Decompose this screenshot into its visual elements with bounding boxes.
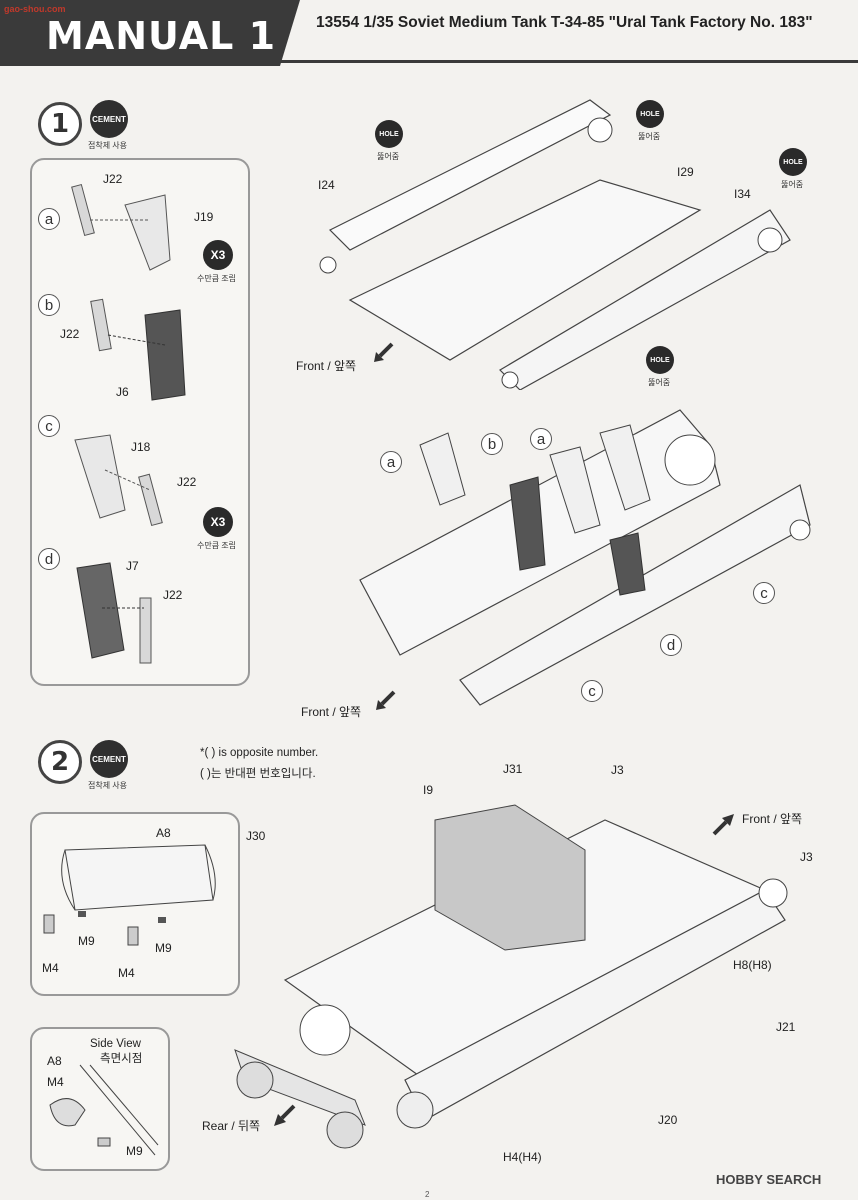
part-label: J31 [503, 762, 523, 776]
rear-direction-label: Rear / 뒤쪽 [202, 1119, 261, 1133]
side-view-panel [30, 1027, 170, 1171]
front-arrow-icon [712, 814, 734, 836]
subassembly-a-drawing [71, 183, 171, 271]
step-2-number: 2 [38, 740, 82, 784]
front-direction-label: Front / 앞쪽 [296, 359, 357, 373]
hull-upper-diagram [319, 99, 791, 390]
manual-title: MANUAL 1 [46, 14, 277, 58]
x3-icon: X3 [203, 507, 233, 537]
x3-icon: X3 [203, 240, 233, 270]
hole-icon: HOLE [779, 148, 807, 176]
page-number: 2 [425, 1190, 430, 1199]
rear-arrow-icon [274, 1104, 296, 1126]
part-label: A8 [156, 826, 171, 840]
header-bar [0, 0, 858, 66]
cement-icon: CEMENT [90, 100, 128, 138]
opposite-number-note-en: *( ) is opposite number. [200, 747, 319, 759]
hole-caption: 뚫어줌 [648, 378, 671, 387]
subassembly-letter-d: d [38, 548, 60, 570]
part-label: I29 [677, 165, 694, 179]
part-label: I34 [734, 187, 751, 201]
callout-d: d [660, 634, 682, 656]
opposite-number-note-ko: ( )는 반대편 번호입니다. [200, 768, 316, 780]
x3-caption: 수만큼 조립 [197, 274, 237, 283]
part-label: H4(H4) [503, 1150, 542, 1164]
subassembly-letter-c: c [38, 415, 60, 437]
part-label: I24 [318, 178, 335, 192]
part-label: M9 [155, 941, 172, 955]
front-arrow-icon [374, 342, 394, 362]
part-label: J22 [163, 588, 183, 602]
part-label: J22 [177, 475, 197, 489]
part-label: J22 [60, 327, 80, 341]
part-label: J7 [126, 559, 139, 573]
part-label: I9 [423, 783, 434, 797]
part-label: J20 [658, 1113, 678, 1127]
subassembly-letter-a: a [38, 208, 60, 230]
part-label: M4 [47, 1075, 64, 1089]
part-label: M9 [78, 934, 95, 948]
hole-caption: 뚫어줌 [377, 152, 400, 161]
part-label: J3 [800, 850, 813, 864]
hobbysearch-logo: HOBBY SEARCH [716, 1172, 822, 1187]
cement-caption: 접착제 사용 [88, 141, 128, 150]
hull-lower-diagram [359, 409, 811, 706]
callout-a: a [530, 428, 552, 450]
front-direction-label: Front / 앞쪽 [742, 812, 803, 826]
hole-caption: 뚫어줌 [781, 180, 804, 189]
step-1-number: 1 [38, 102, 82, 146]
hole-icon: HOLE [636, 100, 664, 128]
cement-caption: 접착제 사용 [88, 781, 128, 790]
fender-small-parts-drawing [43, 911, 166, 946]
subassembly-c-drawing [74, 434, 163, 527]
callout-a: a [380, 451, 402, 473]
fender-drawing [61, 844, 216, 911]
front-direction-label: Front / 앞쪽 [301, 705, 362, 719]
callout-c: c [581, 680, 603, 702]
part-label: J30 [246, 829, 266, 843]
part-label: J3 [611, 763, 624, 777]
side-view-title-en: Side View [90, 1038, 141, 1050]
cement-icon: CEMENT [90, 740, 128, 778]
hole-icon: HOLE [375, 120, 403, 148]
kit-title: 13554 1/35 Soviet Medium Tank T-34-85 "U… [316, 14, 813, 31]
part-label: J19 [194, 210, 214, 224]
part-label: M9 [126, 1144, 143, 1158]
callout-b: b [481, 433, 503, 455]
subassembly-d-drawing [76, 562, 152, 664]
part-label: H8(H8) [733, 958, 772, 972]
watermark: gao-shou.com [4, 4, 66, 14]
part-label: J21 [776, 1020, 796, 1034]
part-label: M4 [118, 966, 135, 980]
part-label: J18 [131, 440, 151, 454]
hole-icon: HOLE [646, 346, 674, 374]
front-arrow-icon [376, 690, 396, 710]
part-label: J22 [103, 172, 123, 186]
part-label: J6 [116, 385, 129, 399]
subassembly-letter-b: b [38, 294, 60, 316]
chassis-diagram [234, 804, 788, 1149]
side-view-title-ko: 측면시점 [100, 1053, 143, 1065]
callout-c: c [753, 582, 775, 604]
part-label: M4 [42, 961, 59, 975]
x3-caption: 수만큼 조립 [197, 541, 237, 550]
hole-caption: 뚫어줌 [638, 132, 661, 141]
part-label: A8 [47, 1054, 62, 1068]
subassembly-b-drawing [90, 298, 186, 401]
side-view-drawing [49, 1064, 159, 1156]
